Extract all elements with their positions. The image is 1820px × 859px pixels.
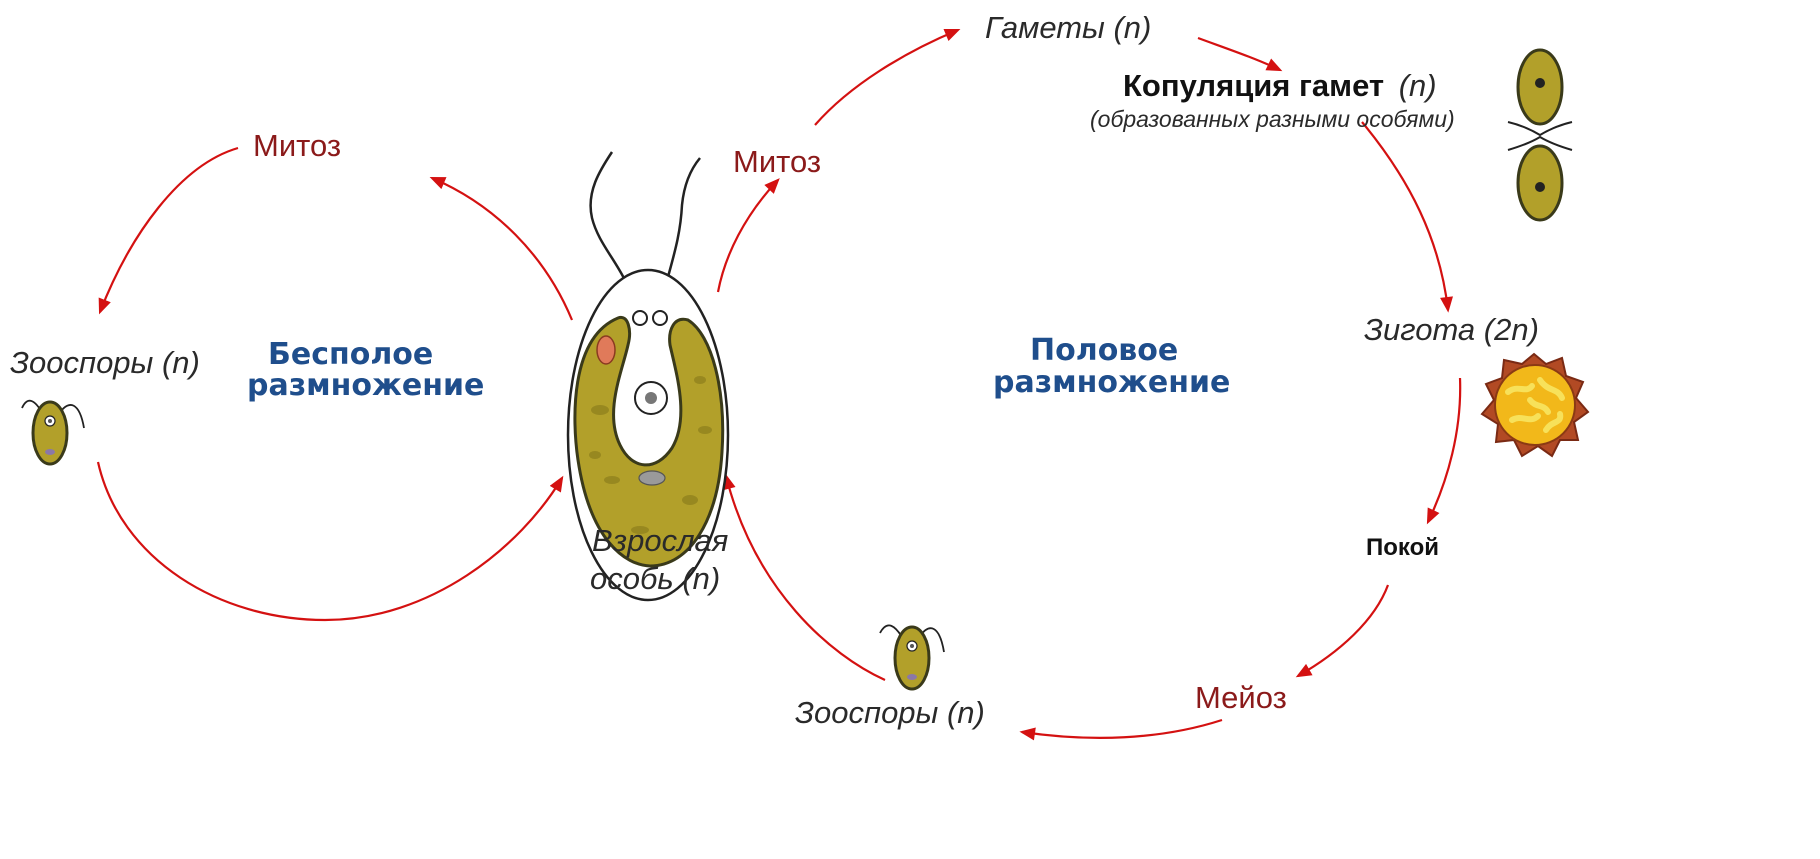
zoospores-bottom-label: Зооспоры (n): [795, 695, 985, 730]
zoospore-left-icon: [22, 401, 84, 464]
copulation-label: Копуляция гамет (n): [1123, 68, 1437, 103]
zoospore-bottom-icon: [880, 625, 944, 689]
mitosis-left-label: Митоз: [253, 128, 341, 163]
arrow-zygote-to-rest: [1428, 378, 1460, 522]
asexual-label-line1: Бесполое: [268, 337, 433, 372]
mitosis-center-label: Митоз: [733, 144, 821, 179]
rest-label: Покой: [1366, 534, 1439, 561]
arrow-adult-to-mitosis-center: [718, 180, 778, 292]
arrow-mitosis-left-to-zoospores: [100, 148, 238, 312]
zoospores-left-label: Зооспоры (n): [10, 345, 200, 380]
adult-label-line1: Взрослая: [592, 523, 728, 558]
copulation-title: Копуляция гамет: [1123, 68, 1384, 103]
arrow-mitosis-center-to-gametes: [815, 30, 958, 125]
arrow-gametes-to-copulation: [1198, 38, 1280, 70]
arrow-adult-to-mitosis-left: [432, 178, 572, 320]
copulation-note: (образованных разными особями): [1090, 106, 1455, 132]
copulation-ploidy: (n): [1399, 68, 1437, 103]
arrow-zoospores-bottom-to-adult: [726, 476, 885, 680]
arrow-copulation-to-zygote: [1362, 122, 1448, 310]
zygote-label: Зигота (2n): [1364, 312, 1539, 347]
arrow-rest-to-meiosis: [1298, 585, 1388, 676]
gametes-label: Гаметы (n): [985, 10, 1151, 45]
asexual-label-line2: размножение: [247, 368, 484, 403]
sexual-label-line2: размножение: [993, 365, 1230, 400]
sexual-label-line1: Половое: [1030, 333, 1178, 368]
arrow-zoospores-to-adult: [98, 462, 562, 620]
adult-label-line2: особь (n): [590, 561, 720, 596]
zygote-icon: [1482, 354, 1588, 456]
meiosis-label: Мейоз: [1195, 680, 1287, 715]
gamete-pair-icon: [1508, 50, 1572, 220]
arrow-meiosis-to-zoospores: [1022, 720, 1222, 738]
